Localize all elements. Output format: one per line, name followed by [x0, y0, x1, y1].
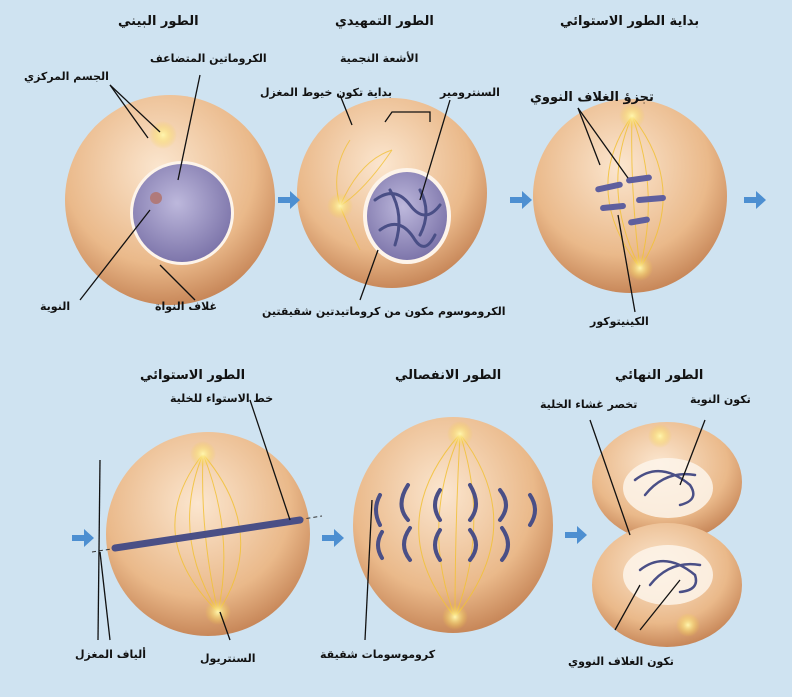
- label-sister-chromosomes: كروموسومات شقيقة: [320, 648, 435, 661]
- prophase-nucleus: [367, 172, 447, 260]
- label-centromere: السنترومير: [440, 86, 500, 99]
- prometaphase-cell: [533, 99, 727, 293]
- title-prophase: الطور التمهيدي: [335, 14, 434, 29]
- label-centriole: السنتريول: [200, 652, 256, 665]
- label-centrosome: الجسم المركزي: [24, 70, 109, 83]
- prophase-cell: [297, 98, 487, 288]
- label-aster: الأشعة النجمية: [340, 52, 418, 65]
- label-chromosome-two-chromatids: الكروموسوم مكون من كروماتيدتين شقيقتين: [262, 305, 506, 318]
- metaphase-cell: [92, 432, 322, 636]
- label-spindle-fibers: ألياف المغزل: [75, 648, 146, 661]
- title-anaphase: الطور الانفصالي: [395, 368, 501, 383]
- title-telophase: الطور النهائي: [615, 368, 703, 383]
- title-interphase: الطور البيني: [118, 14, 199, 29]
- label-envelope-forming: تكون الغلاف النووي: [568, 655, 674, 668]
- label-nucleolus-forming: تكون النوية: [690, 393, 751, 406]
- interphase-cell: [65, 95, 275, 305]
- label-nucleolus: النوية: [40, 300, 70, 313]
- label-membrane-pinching: تخصر غشاء الخلية: [540, 398, 637, 411]
- interphase-nucleolus: [150, 192, 162, 204]
- anaphase-cell: [353, 417, 553, 633]
- label-kinetochore: الكينيتوكور: [590, 315, 649, 328]
- label-duplicated-chromatin: الكروماتين المتضاعف: [150, 52, 267, 65]
- label-equator-line: خط الاستواء للخلية: [170, 392, 273, 405]
- title-metaphase: الطور الاستوائي: [140, 368, 245, 383]
- label-envelope-breakdown: تجزؤ الغلاف النووي: [530, 90, 654, 105]
- telophase-cells: [592, 422, 742, 647]
- title-prometaphase: بداية الطور الاستوائي: [560, 14, 699, 29]
- label-spindle-start: بداية تكون خيوط المغزل: [260, 86, 392, 99]
- label-nuclear-envelope: غلاف النواة: [155, 300, 217, 313]
